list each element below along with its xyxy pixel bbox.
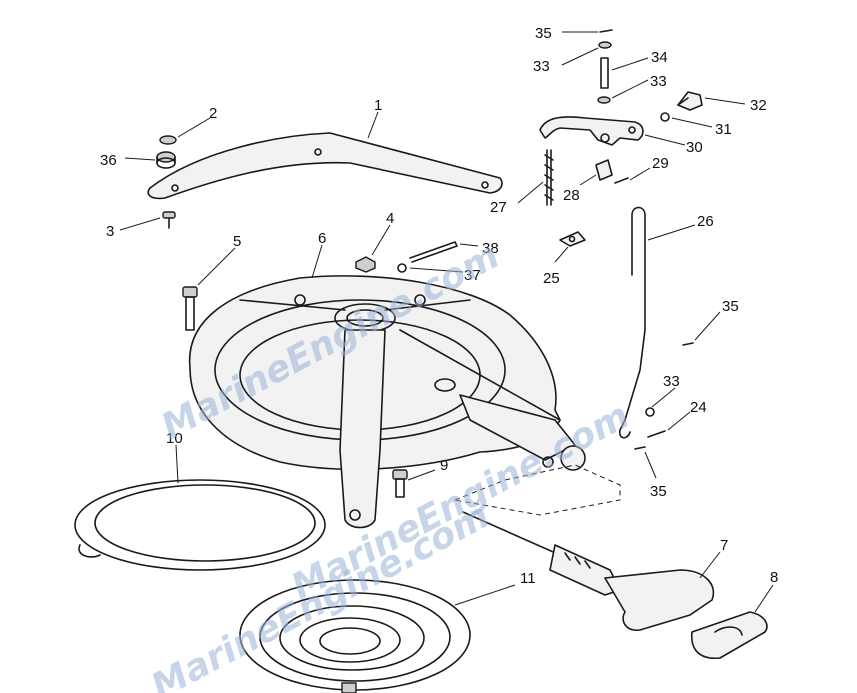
callout-1: 1	[374, 97, 382, 114]
callout-35-low: 35	[650, 483, 667, 500]
callout-31: 31	[715, 121, 732, 138]
callout-9: 9	[440, 457, 448, 474]
callout-30: 30	[686, 139, 703, 156]
part-screw-3	[162, 211, 176, 229]
callout-3: 3	[106, 223, 114, 240]
callout-11: 11	[520, 570, 536, 587]
part-screw-9	[392, 469, 408, 498]
callout-33-top: 33	[533, 58, 550, 75]
callout-24: 24	[690, 399, 707, 416]
callout-29: 29	[652, 155, 669, 172]
callout-4: 4	[386, 210, 394, 227]
part-starter-handle	[462, 511, 715, 631]
leader-lines	[119, 31, 774, 613]
callout-35-mid: 35	[722, 298, 739, 315]
callout-33-mid: 33	[650, 73, 667, 90]
callout-38: 38	[482, 240, 499, 257]
part-handle-insert	[691, 611, 768, 659]
part-cover-plate	[147, 132, 503, 200]
part-nut-stack	[156, 135, 177, 169]
part-rewind-spring	[239, 579, 471, 693]
callout-32: 32	[750, 97, 767, 114]
part-bolt-5	[182, 286, 198, 331]
callout-2: 2	[209, 105, 217, 122]
callout-7: 7	[720, 537, 728, 554]
part-small-hardware	[397, 29, 703, 450]
callout-27: 27	[490, 199, 507, 216]
callout-labels: 1 2 3 4 5 6 7 8 9 10 11 24 25 26 27 28 2…	[100, 25, 778, 587]
callout-28: 28	[563, 187, 580, 204]
part-starter-rope	[74, 479, 326, 571]
callout-10: 10	[166, 430, 183, 447]
callout-33-low: 33	[663, 373, 680, 390]
watermark-lower: MarineEngine.com	[145, 495, 496, 693]
callout-6: 6	[318, 230, 326, 247]
callout-25: 25	[543, 270, 560, 287]
assembly-guide-box	[453, 464, 621, 516]
callout-34: 34	[651, 49, 668, 66]
part-starter-housing	[188, 275, 586, 529]
callout-36: 36	[100, 152, 117, 169]
callout-35-top: 35	[535, 25, 552, 42]
callout-26: 26	[697, 213, 714, 230]
part-nut-4	[355, 256, 376, 273]
callout-8: 8	[770, 569, 778, 586]
callout-37: 37	[464, 267, 481, 284]
callout-5: 5	[233, 233, 241, 250]
